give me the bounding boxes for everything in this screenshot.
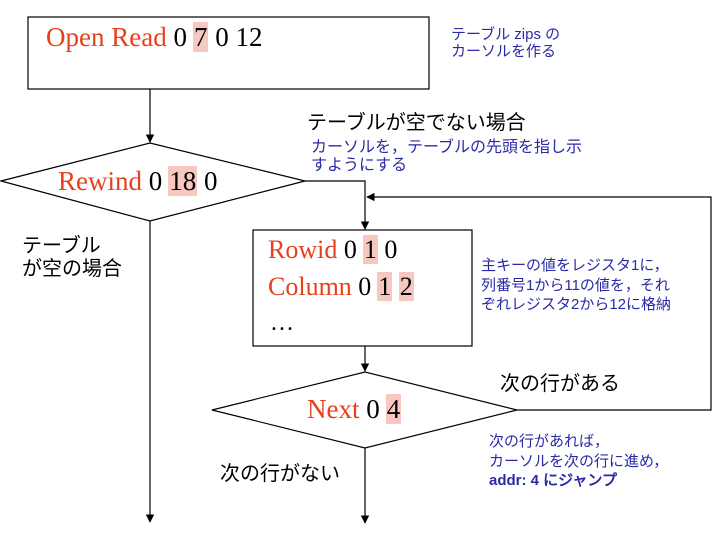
open-read-note: テーブル zips の カーソルを作る (451, 26, 560, 61)
next-note: 次の行があれば， カーソルを次の行に進め， addr: 4 にジャンプ (489, 432, 668, 491)
column-p1: 0 (358, 272, 372, 301)
arrow-next-loop-back (366, 192, 712, 411)
rewind-opcode: Rewind (58, 166, 142, 196)
open-read-p2: 7 (192, 22, 209, 52)
rowid-opcode: Rowid (268, 235, 338, 264)
table-empty-line1: テーブル (22, 235, 101, 257)
open-read-note-line1: テーブル zips の (451, 26, 561, 43)
next-note-line1: 次の行があれば， (489, 433, 610, 450)
rewind-condition-label: テーブルが空でない場合 (307, 112, 526, 134)
rewind-note-line1: カーソルを，テーブルの先頭を指し示 (311, 139, 583, 156)
next-note-line2: カーソルを次の行に進め， (489, 452, 669, 470)
rewind-p2: 18 (168, 166, 198, 196)
rewind-p1: 0 (148, 166, 163, 196)
arrow-rewind-to-loop (305, 180, 370, 230)
loop-body-note: 主キーの値をレジスタ1に， 列番号1から11の値を，それ ぞれレジスタ2から12… (481, 256, 671, 315)
rewind-note: カーソルを，テーブルの先頭を指し示 すようにする (311, 139, 582, 176)
open-read-p4: 12 (235, 22, 263, 52)
next-p2: 4 (385, 394, 402, 424)
next-note-line3: addr: 4 にジャンプ (489, 472, 617, 489)
column-opcode: Column (268, 272, 352, 301)
open-read-p1: 0 (173, 22, 187, 52)
open-read-p3: 0 (215, 22, 229, 52)
table-empty-label: テーブル が空の場合 (22, 235, 122, 281)
loop-body-ellipsis: … (270, 310, 294, 336)
open-read-note-line2: カーソルを作る (451, 43, 557, 61)
table-empty-line2: が空の場合 (22, 258, 122, 280)
loop-body-note-line3: ぞれレジスタ2から12に格納 (481, 296, 672, 313)
rowid-p3: 0 (384, 235, 398, 264)
column-p2: 1 (377, 272, 393, 301)
open-read-box (27, 16, 430, 90)
next-none-label: 次の行がない (220, 463, 340, 485)
loop-body-note-line1: 主キーの値をレジスタ1に， (481, 257, 669, 274)
loop-body-box (252, 229, 473, 347)
next-exists-label: 次の行がある (500, 373, 620, 395)
loop-body-note-line2: 列番号1から11の値を，それ (481, 276, 670, 294)
rowid-p1: 0 (343, 235, 357, 264)
next-opcode: Next (307, 394, 360, 424)
rowid-p2: 1 (362, 235, 378, 264)
rewind-note-line2: すようにする (311, 157, 408, 175)
column-p3: 2 (398, 272, 414, 301)
rewind-p3: 0 (204, 166, 218, 196)
next-p1: 0 (366, 394, 380, 424)
open-read-opcode: Open Read (46, 22, 167, 52)
